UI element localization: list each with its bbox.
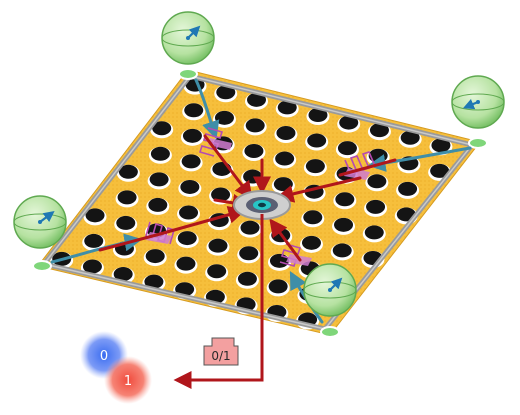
hole [237, 271, 257, 286]
hole [208, 238, 228, 253]
hole [268, 279, 288, 294]
hole [275, 151, 295, 166]
hole [149, 172, 169, 187]
hole [247, 92, 267, 107]
hole [214, 110, 234, 125]
hole [430, 163, 450, 178]
bloch-sphere-icon [451, 75, 505, 129]
corner-nodes [32, 68, 488, 338]
hole [113, 267, 133, 282]
hole [243, 169, 263, 184]
hole [144, 274, 164, 289]
hole [366, 199, 386, 214]
hole [368, 148, 388, 163]
bloch-sphere-icon [13, 195, 67, 249]
hole [332, 243, 352, 258]
hole [276, 125, 296, 140]
hole [269, 253, 289, 268]
hole [245, 118, 265, 133]
hole [273, 177, 293, 192]
hole [305, 159, 325, 174]
hole [398, 181, 418, 196]
hole [307, 133, 327, 148]
hole [177, 231, 197, 246]
hole [367, 174, 387, 189]
hole [176, 256, 196, 271]
bloch-sphere-icon [303, 263, 357, 317]
hole [148, 197, 168, 212]
hole [182, 128, 202, 143]
hole [118, 164, 138, 179]
hole [339, 115, 359, 130]
state-cloud-icon: 0 1 [80, 331, 152, 404]
readout-label: 0/1 [211, 349, 230, 363]
hole [337, 141, 357, 156]
hole [82, 259, 102, 274]
hole [239, 246, 259, 261]
hole [216, 85, 236, 100]
bloch-sphere-icon [161, 11, 215, 65]
hole [240, 220, 260, 235]
hole [184, 103, 204, 118]
hole [335, 192, 355, 207]
hole [84, 233, 104, 248]
hole [277, 100, 297, 115]
readout-line [173, 214, 264, 389]
hole [308, 107, 328, 122]
hole [179, 205, 199, 220]
hole [211, 187, 231, 202]
hole [400, 130, 420, 145]
hole [431, 138, 451, 153]
hole [152, 121, 172, 136]
hole [369, 123, 389, 138]
hole [301, 235, 321, 250]
hole [244, 143, 264, 158]
state-zero-label: 0 [100, 349, 108, 364]
hole [175, 282, 195, 297]
hole [116, 215, 136, 230]
state-one-label: 1 [124, 374, 132, 389]
hole [303, 210, 323, 225]
hole [207, 264, 227, 279]
hole [150, 146, 170, 161]
hole [181, 154, 201, 169]
hole [180, 179, 200, 194]
photonic-crystal-holes [50, 77, 453, 330]
bloch-spheres [13, 11, 505, 317]
hole [334, 217, 354, 232]
hole [117, 190, 137, 205]
hole [85, 208, 105, 223]
hole [364, 225, 384, 240]
readout-pulse-icon: 0/1 [203, 337, 239, 366]
hole [145, 249, 165, 264]
